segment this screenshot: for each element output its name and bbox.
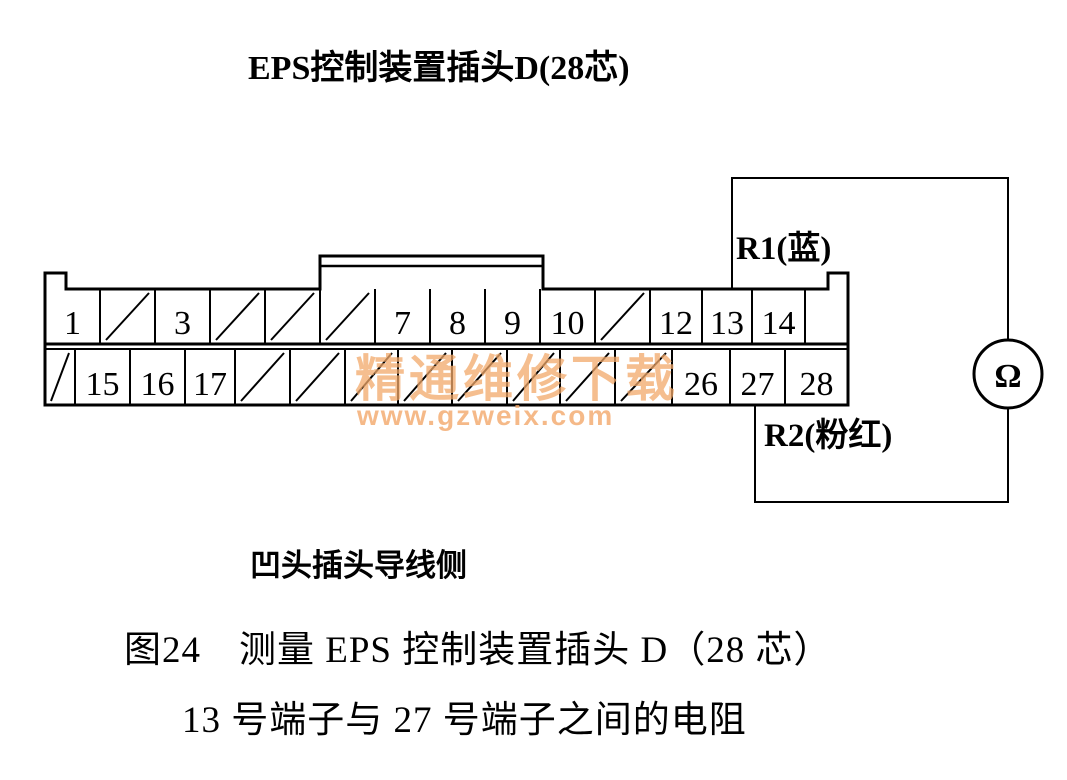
unused-terminal-slash bbox=[403, 352, 447, 402]
terminal-number: 1 bbox=[64, 305, 81, 342]
terminal-number: 28 bbox=[800, 366, 834, 403]
terminal-number: 13 bbox=[710, 305, 744, 342]
terminal-number: 8 bbox=[449, 305, 466, 342]
figure-caption-line1: 图24 测量 EPS 控制装置插头 D（28 芯） bbox=[124, 630, 832, 671]
terminal-cell bbox=[620, 349, 673, 405]
terminal-cell bbox=[215, 289, 266, 344]
terminal-cell: 15 bbox=[86, 349, 131, 405]
connector-bottom-row: 15 16 17 26 27 28 bbox=[50, 349, 834, 405]
terminal-cell bbox=[457, 349, 508, 405]
terminal-cell: 17 bbox=[193, 349, 236, 405]
terminal-cell bbox=[512, 349, 561, 405]
terminal-number: 12 bbox=[659, 305, 693, 342]
terminal-number: 26 bbox=[684, 366, 718, 403]
terminal-cell: 3 bbox=[174, 289, 211, 344]
unused-terminal-slash bbox=[600, 292, 645, 341]
terminal-cell: 7 bbox=[394, 289, 431, 344]
terminal-number: 16 bbox=[141, 366, 175, 403]
unused-terminal-slash bbox=[295, 352, 340, 402]
terminal-number: 7 bbox=[394, 305, 411, 342]
terminal-cell: 1 bbox=[64, 289, 101, 344]
terminal-cell: 9 bbox=[504, 289, 541, 344]
terminal-number: 14 bbox=[762, 305, 796, 342]
connector-lock-tab bbox=[318, 254, 545, 268]
ohmmeter-icon bbox=[972, 338, 1044, 410]
terminal-cell: 27 bbox=[741, 349, 786, 405]
terminal-cell: 14 bbox=[762, 289, 806, 344]
terminal-number: 27 bbox=[741, 366, 775, 403]
unused-terminal-slash bbox=[457, 352, 502, 402]
unused-terminal-slash bbox=[620, 352, 667, 402]
terminal-number: 17 bbox=[193, 366, 227, 403]
unused-terminal-slash bbox=[270, 292, 315, 341]
terminal-cell: 10 bbox=[551, 289, 596, 344]
r1-test-lead bbox=[731, 177, 1009, 340]
terminal-cell bbox=[403, 349, 453, 405]
terminal-cell bbox=[50, 349, 76, 405]
unused-terminal-slash bbox=[105, 292, 150, 341]
unused-terminal-slash bbox=[50, 352, 70, 402]
terminal-cell: 12 bbox=[659, 289, 703, 344]
terminal-number: 9 bbox=[504, 305, 521, 342]
terminal-number: 3 bbox=[174, 305, 191, 342]
terminal-cell bbox=[565, 349, 616, 405]
terminal-cell bbox=[270, 289, 321, 344]
watermark-url: www.gzweix.com bbox=[356, 400, 614, 431]
unused-terminal-slash bbox=[325, 292, 370, 341]
unused-terminal-slash bbox=[350, 352, 393, 402]
ohmmeter-symbol: Ω bbox=[994, 358, 1021, 395]
unused-terminal-slash bbox=[240, 352, 285, 402]
terminal-cell: 16 bbox=[141, 349, 186, 405]
terminal-cell bbox=[600, 289, 651, 344]
diagram-title: EPS控制装置插头D(28芯) bbox=[248, 50, 630, 87]
terminal-cell: 8 bbox=[449, 289, 486, 344]
unused-terminal-slash bbox=[512, 352, 555, 402]
terminal-cell bbox=[105, 289, 156, 344]
terminal-cell bbox=[240, 349, 291, 405]
watermark-text: 精通维修下载 bbox=[355, 350, 679, 408]
r2-test-lead bbox=[754, 405, 1009, 503]
wire-label-r2: R2(粉红) bbox=[764, 417, 892, 454]
connector-side-label: 凹头插头导线侧 bbox=[250, 548, 467, 583]
unused-terminal-slash bbox=[565, 352, 610, 402]
terminal-number: 10 bbox=[551, 305, 585, 342]
terminal-cell bbox=[295, 349, 346, 405]
unused-terminal-slash bbox=[215, 292, 260, 341]
terminal-cell: 28 bbox=[800, 366, 834, 403]
figure-caption-line2: 13 号端子与 27 号端子之间的电阻 bbox=[182, 700, 747, 741]
terminal-cell: 26 bbox=[684, 349, 731, 405]
terminal-cell bbox=[350, 349, 399, 405]
terminal-cell: 13 bbox=[710, 289, 753, 344]
terminal-cell bbox=[325, 289, 376, 344]
wire-label-r1: R1(蓝) bbox=[736, 230, 831, 267]
terminal-number: 15 bbox=[86, 366, 120, 403]
